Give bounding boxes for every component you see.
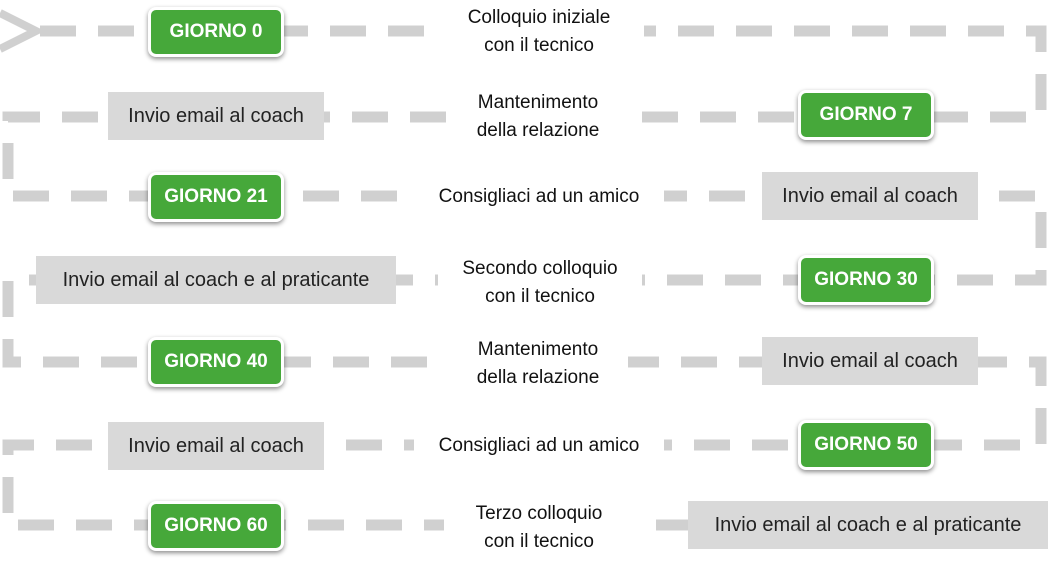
activity-7: Mantenimento della relazione (448, 88, 628, 146)
email-21-box: Invio email al coach (762, 172, 978, 220)
day-60-box: GIORNO 60 (148, 501, 284, 551)
day-40-box: GIORNO 40 (148, 337, 284, 387)
email-30-box: Invio email al coach e al praticante (36, 256, 396, 304)
activity-21-line-1: Consigliaci ad un amico (438, 186, 640, 207)
activity-7-line-1: Mantenimento (477, 92, 599, 113)
day-21-box: GIORNO 21 (148, 172, 284, 222)
activity-60: Terzo colloquio con il tecnico (444, 499, 634, 557)
activity-50-line-1: Consigliaci ad un amico (438, 435, 640, 456)
email-60-box: Invio email al coach e al praticante (688, 501, 1048, 549)
start-arrow-icon (0, 9, 45, 53)
activity-40: Mantenimento della relazione (448, 335, 628, 393)
activity-50: Consigliaci ad un amico (414, 429, 664, 463)
activity-0: Colloquio iniziale con il tecnico (434, 3, 644, 61)
activity-40-line-1: Mantenimento (477, 339, 599, 360)
activity-60-line-1: Terzo colloquio (475, 503, 603, 524)
activity-7-line-2: della relazione (476, 120, 600, 141)
day-50-box: GIORNO 50 (798, 420, 934, 470)
day-30-box: GIORNO 30 (798, 255, 934, 305)
activity-30-line-1: Secondo colloquio (462, 258, 618, 279)
email-7-box: Invio email al coach (108, 92, 324, 140)
activity-21: Consigliaci ad un amico (414, 180, 664, 214)
day-7-box: GIORNO 7 (798, 90, 934, 140)
activity-40-line-2: della relazione (476, 367, 600, 388)
day-0-box: GIORNO 0 (148, 7, 284, 57)
activity-0-line-1: Colloquio iniziale (467, 7, 611, 28)
activity-30: Secondo colloquio con il tecnico (438, 254, 642, 312)
email-40-box: Invio email al coach (762, 337, 978, 385)
activity-0-line-2: con il tecnico (484, 35, 594, 56)
activity-30-line-2: con il tecnico (485, 286, 595, 307)
activity-60-line-2: con il tecnico (484, 531, 594, 552)
email-50-box: Invio email al coach (108, 422, 324, 470)
